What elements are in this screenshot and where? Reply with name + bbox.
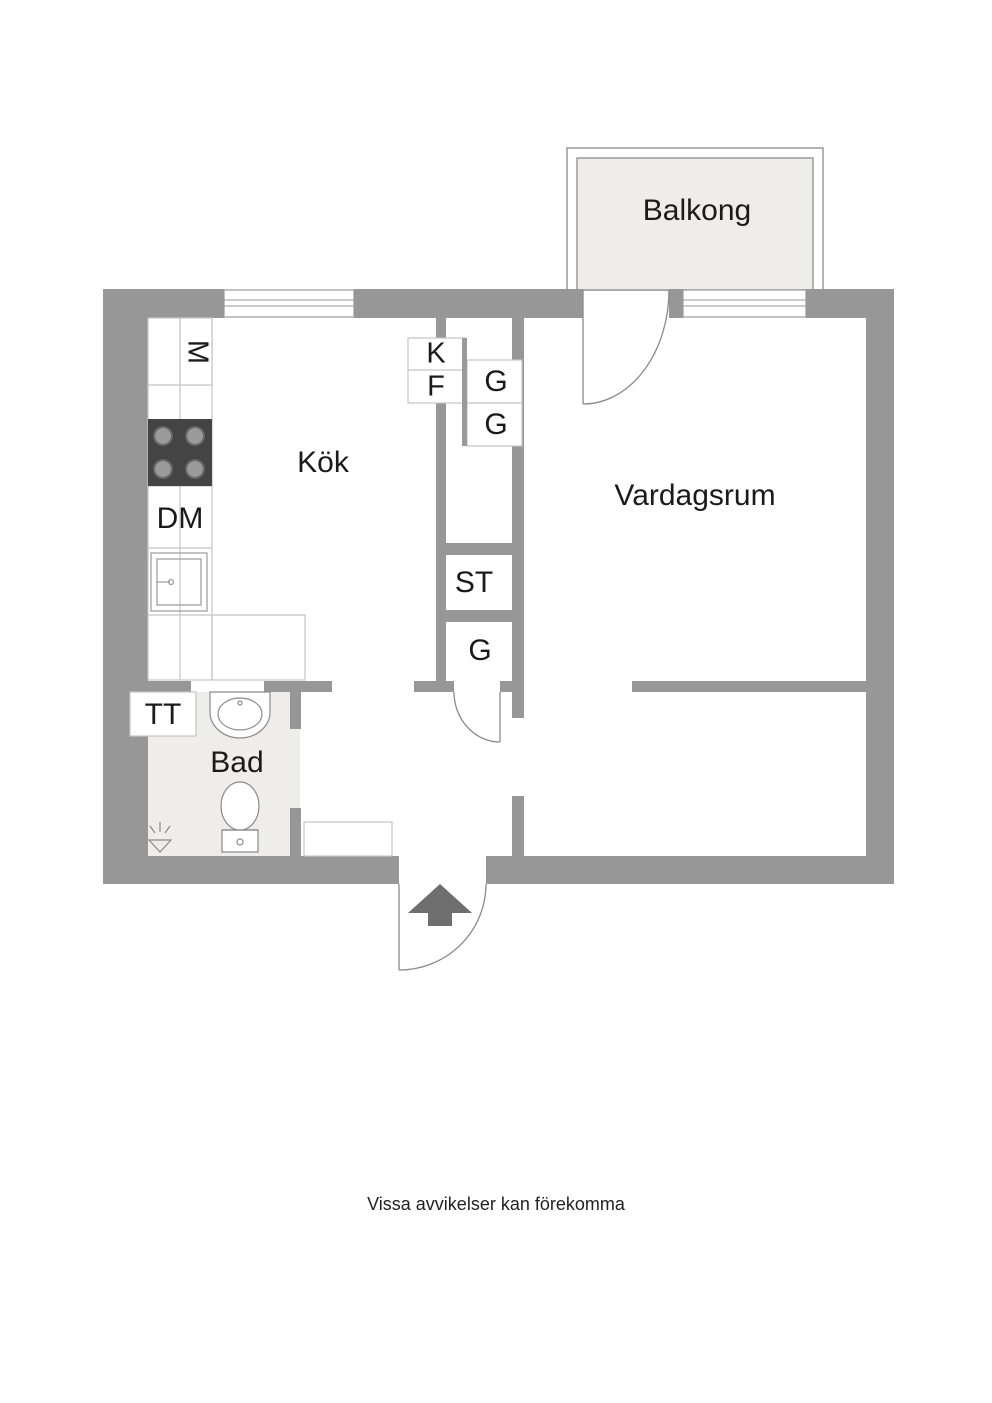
entrance-door bbox=[398, 883, 487, 971]
storage-label: ST bbox=[455, 566, 493, 599]
walls bbox=[103, 289, 894, 884]
kitchen-counter bbox=[147, 317, 306, 681]
shower-icon bbox=[147, 822, 173, 853]
bathroom-label: Bad bbox=[210, 746, 263, 779]
freezer-label: F bbox=[427, 371, 445, 403]
balcony bbox=[566, 147, 824, 291]
hallway-shelf bbox=[303, 821, 393, 857]
closet-1-label: G bbox=[484, 365, 507, 398]
washer bbox=[129, 691, 197, 737]
bathroom-sink bbox=[209, 691, 271, 739]
closet-2-label: G bbox=[484, 408, 507, 441]
dishwasher-label: DM bbox=[157, 502, 204, 535]
kitchen-label: Kök bbox=[297, 446, 350, 479]
washer-label: TT bbox=[145, 698, 182, 731]
balcony-label: Balkong bbox=[643, 194, 751, 227]
stove bbox=[148, 419, 212, 486]
window-kitchen bbox=[223, 289, 355, 318]
closets-upper bbox=[462, 359, 523, 447]
closet-door bbox=[453, 691, 501, 743]
disclaimer: Vissa avvikelser kan förekomma bbox=[367, 1194, 625, 1214]
window-living-room bbox=[682, 289, 807, 318]
entrance-arrow-icon bbox=[408, 884, 472, 926]
toilet bbox=[220, 781, 260, 853]
fridge-freezer bbox=[407, 337, 467, 404]
closet-3-label: G bbox=[468, 634, 491, 667]
microwave bbox=[179, 317, 213, 386]
living-room-label: Vardagsrum bbox=[614, 479, 775, 512]
balcony-door bbox=[582, 289, 670, 405]
kitchen-sink bbox=[150, 552, 208, 612]
microwave-label: M bbox=[181, 340, 213, 364]
fridge-label: K bbox=[426, 338, 446, 370]
